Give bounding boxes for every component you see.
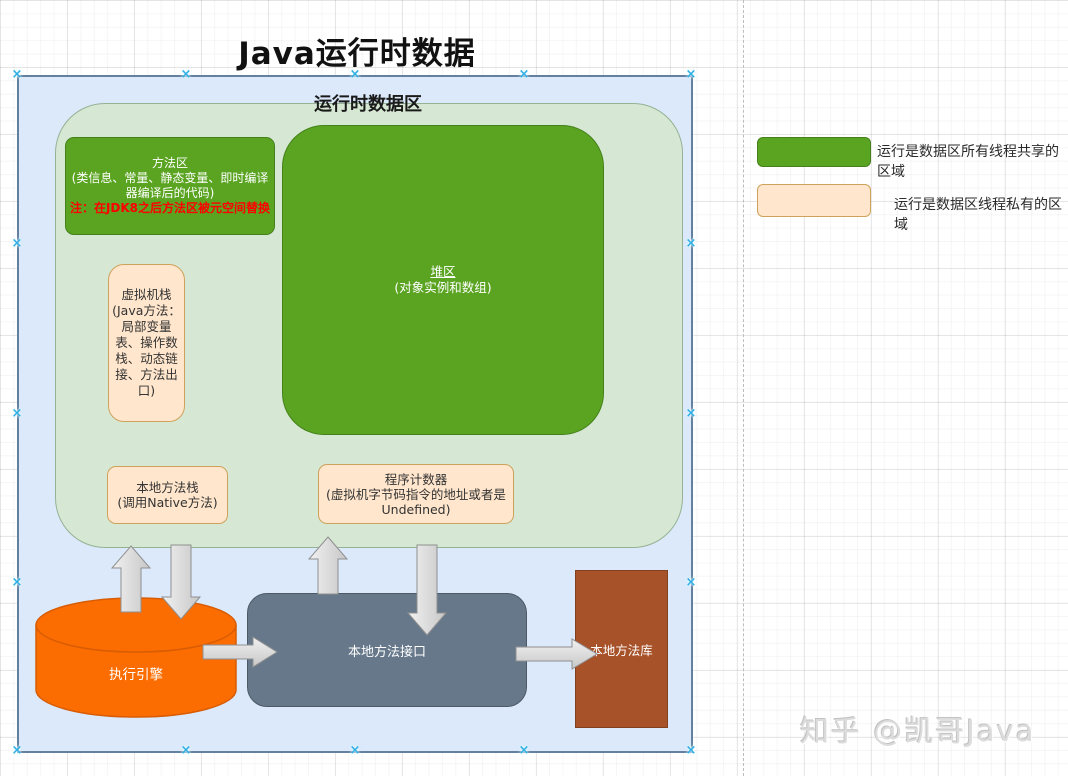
native-method-stack-detail: (调用Native方法)	[117, 495, 218, 510]
connection-point-marker[interactable]	[11, 745, 23, 757]
execution-engine-cylinder[interactable]	[35, 597, 237, 718]
execution-engine-label: 执行引擎	[109, 667, 163, 683]
legend-label-shared: 运行是数据区所有线程共享的区域	[877, 144, 1059, 180]
native-method-stack-node[interactable]: 本地方法栈 (调用Native方法)	[107, 466, 228, 524]
connection-point-marker[interactable]	[349, 69, 361, 81]
method-area-label: 方法区	[151, 156, 188, 170]
connection-point-marker[interactable]	[518, 745, 530, 757]
connection-point-marker[interactable]	[11, 408, 23, 420]
connection-point-marker[interactable]	[11, 577, 23, 589]
native-method-stack-label: 本地方法栈	[136, 480, 199, 495]
runtime-data-area-label: 运行时数据区	[314, 94, 422, 115]
execution-engine-node[interactable]: 执行引擎	[33, 595, 239, 723]
pc-register-node[interactable]: 程序计数器 (虚拟机字节码指令的地址或者是 Undefined)	[318, 464, 514, 524]
legend-swatch-private[interactable]	[757, 184, 871, 217]
connection-point-marker[interactable]	[11, 69, 23, 81]
vm-stack-detail: (Java方法：局部变量表、操作数栈、动态链接、方法出口)	[112, 303, 181, 398]
watermark: 知乎 @凯哥Java	[800, 714, 1036, 748]
connection-point-marker[interactable]	[349, 745, 361, 757]
heap-area-label: 堆区	[430, 264, 456, 279]
diagram-title: Java运行时数据	[238, 36, 476, 72]
pc-register-label: 程序计数器	[384, 471, 448, 487]
connection-point-marker[interactable]	[685, 577, 697, 589]
connection-point-marker[interactable]	[180, 69, 192, 81]
legend-label-private: 运行是数据区线程私有的区域	[894, 197, 1062, 233]
connection-point-marker[interactable]	[180, 745, 192, 757]
method-area-node[interactable]: 方法区 (类信息、常量、静态变量、即时编译器编译后的代码) 注：在JDK8之后方…	[65, 137, 275, 235]
connection-point-marker[interactable]	[11, 238, 23, 250]
connection-point-marker[interactable]	[685, 69, 697, 81]
connection-point-marker[interactable]	[685, 745, 697, 757]
native-method-interface-node[interactable]: 本地方法接口	[247, 593, 527, 707]
connection-point-marker[interactable]	[685, 408, 697, 420]
heap-area-detail: (对象实例和数组)	[394, 280, 492, 295]
connection-point-marker[interactable]	[685, 238, 697, 250]
pc-register-detail: (虚拟机字节码指令的地址或者是 Undefined)	[326, 486, 506, 517]
native-method-library-node[interactable]: 本地方法库	[575, 570, 668, 728]
vm-stack-label: 虚拟机栈	[121, 287, 172, 302]
native-method-library-label: 本地方法库	[590, 642, 653, 658]
method-area-detail: (类信息、常量、静态变量、即时编译器编译后的代码)	[71, 171, 269, 200]
heap-area-node[interactable]: 堆区 (对象实例和数组)	[282, 125, 604, 435]
page-break-line	[743, 0, 744, 776]
method-area-note: 注：在JDK8之后方法区被元空间替换	[69, 201, 271, 215]
legend-swatch-shared[interactable]	[757, 137, 871, 167]
native-method-interface-label: 本地方法接口	[347, 644, 426, 660]
vm-stack-node[interactable]: 虚拟机栈 (Java方法：局部变量表、操作数栈、动态链接、方法出口)	[108, 264, 185, 422]
connection-point-marker[interactable]	[518, 69, 530, 81]
